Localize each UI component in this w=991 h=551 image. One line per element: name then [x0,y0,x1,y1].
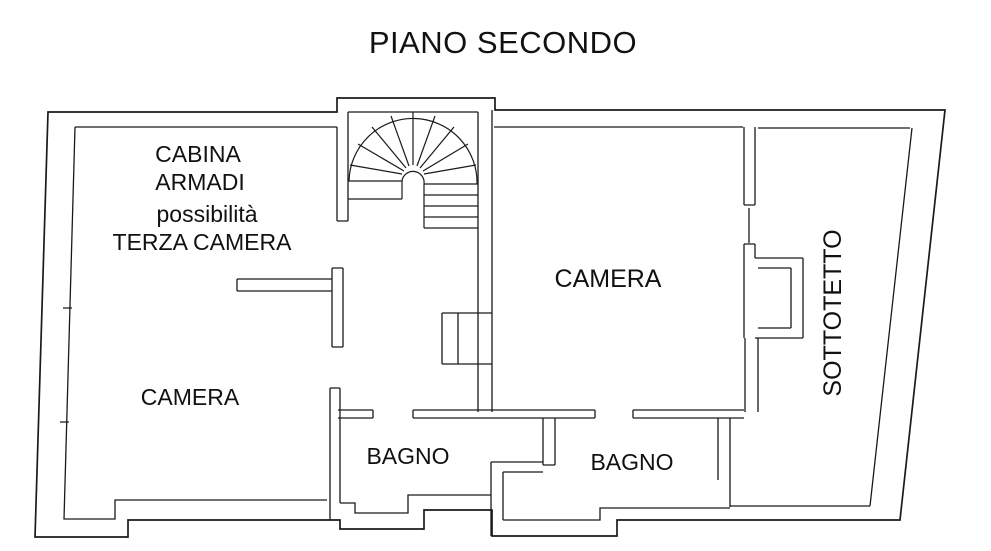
wall-closet-box [441,312,492,365]
stair-treads-left [348,180,403,200]
window-tick-west-wall [60,307,72,423]
wall-bagno-north-right [632,409,744,419]
label-camera-left: CAMERA [141,384,240,410]
wall-bagno-hanging [542,418,556,466]
label-cabina-line1: CABINA [155,141,241,167]
wall-sottotetto-east-inner [869,127,913,507]
wall-sottotetto-west [717,418,731,507]
wall-bagno-left-east [490,472,504,536]
label-camera-right: CAMERA [555,265,662,293]
label-cabina-line2: ARMADI [155,169,244,195]
wall-stair-east [477,110,493,412]
wall-camera-niche [755,257,804,339]
wall-bagno-north-main [412,409,596,419]
label-sottotetto: SOTTOTETTO [819,229,847,396]
wall-bagno-left-floor [340,494,491,514]
label-possibilita-line2: TERZA CAMERA [113,229,293,255]
wall-bagno-left-west [329,387,341,520]
stair-treads-right [423,183,478,229]
stair-fan-treads [349,112,477,175]
wall-below-niche [744,338,759,412]
label-bagno-left: BAGNO [366,443,449,469]
wall-exterior-outline [34,97,946,538]
label-bagno-right: BAGNO [590,449,673,475]
stair-newel-post [401,170,425,185]
wall-camera-right-east [743,127,756,338]
stair-fan-arc [348,117,478,185]
label-possibilita-line1: possibilità [157,201,258,227]
wall-stair-west [336,112,349,222]
wall-vestibule-south [490,461,543,473]
wall-left-room-inner [63,126,327,520]
page-title: PIANO SECONDO [369,25,637,60]
wall-bagno-right-floor [503,507,730,521]
wall-bagno-north-stub [338,409,374,419]
wall-partition-t [236,267,344,348]
